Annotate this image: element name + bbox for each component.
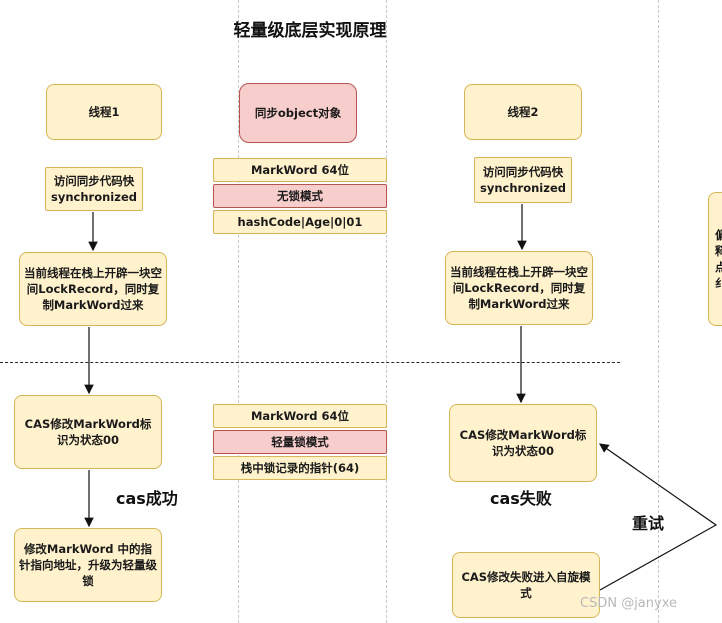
thread2-access-box: 访问同步代码快 synchronized	[474, 157, 572, 203]
guide-line	[386, 0, 387, 623]
sync-object-box: 同步object对象	[239, 83, 357, 143]
watermark: CSDN @janyxe	[580, 596, 677, 611]
section-divider	[0, 362, 620, 363]
thread1-upgrade-box: 修改MarkWord 中的指针指向地址，升级为轻量级锁	[14, 528, 162, 602]
diagram-title: 轻量级底层实现原理	[233, 21, 387, 41]
thread1-cas-box: CAS修改MarkWord标识为状态00	[14, 395, 162, 469]
cas-failure-label: cas失败	[490, 489, 552, 508]
markword-top-bits: hashCode|Age|0|01	[213, 210, 387, 234]
retry-label: 重试	[632, 514, 665, 533]
thread2-cas-box: CAS修改MarkWord标识为状态00	[449, 404, 597, 482]
markword-top-header: MarkWord 64位	[213, 158, 387, 182]
thread2-lockrecord-box: 当前线程在栈上开辟一块空间LockRecord，同时复制MarkWord过来	[445, 251, 593, 325]
thread2-spin-box: CAS修改失败进入自旋模式	[452, 552, 600, 618]
thread1-box: 线程1	[46, 84, 162, 140]
guide-line	[238, 0, 239, 623]
offscreen-partial-box: 偏 释 点 纟	[708, 192, 722, 326]
cas-success-label: cas成功	[116, 489, 178, 508]
thread1-access-box: 访问同步代码快 synchronized	[45, 167, 143, 211]
markword-bottom-mode: 轻量锁模式	[213, 430, 387, 454]
markword-bottom-bits: 栈中锁记录的指针(64)	[213, 456, 387, 480]
markword-top-mode: 无锁模式	[213, 184, 387, 208]
arrow-retry-loop	[599, 443, 718, 591]
markword-bottom-header: MarkWord 64位	[213, 404, 387, 428]
thread1-lockrecord-box: 当前线程在栈上开辟一块空间LockRecord，同时复制MarkWord过来	[19, 252, 167, 326]
guide-line	[658, 0, 659, 623]
thread2-box: 线程2	[464, 84, 582, 140]
